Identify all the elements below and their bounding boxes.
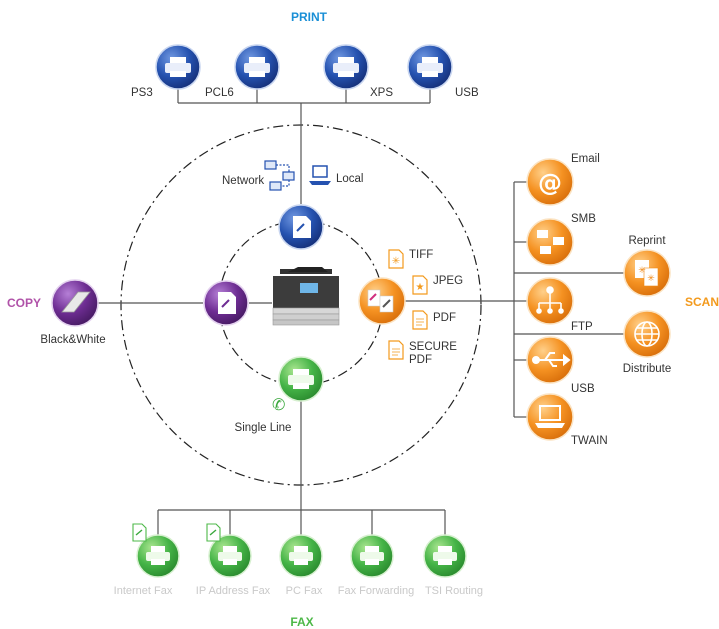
svg-text:✳: ✳ bbox=[392, 256, 400, 267]
scan-node-distribute bbox=[623, 310, 671, 358]
fax-label-ip-address-fax: IP Address Fax bbox=[196, 585, 271, 597]
jpeg-file-icon: ★ bbox=[412, 275, 428, 295]
fax-hub-node bbox=[278, 356, 324, 402]
svg-text:✳: ✳ bbox=[638, 266, 646, 276]
network-computers-icon bbox=[537, 230, 564, 254]
print-node-xps bbox=[323, 44, 369, 90]
scan-label-twain: TWAIN bbox=[571, 435, 608, 447]
printer-icon bbox=[165, 57, 191, 77]
document-icon bbox=[206, 523, 221, 542]
print-node-ps3 bbox=[155, 44, 201, 90]
fax-node-tsi-routing bbox=[423, 534, 467, 578]
copy-node-black-white bbox=[51, 279, 99, 327]
print-heading: PRINT bbox=[291, 10, 328, 24]
scan-node-reprint: ✳ ✳ bbox=[623, 249, 671, 297]
print-node-pcl6 bbox=[234, 44, 280, 90]
copy-label: Black&White bbox=[40, 334, 105, 346]
scan-format-tiff: TIFF bbox=[409, 249, 433, 261]
fax-node-internet-fax bbox=[136, 534, 180, 578]
color-documents-icon bbox=[367, 289, 394, 313]
scan-node-usb bbox=[526, 336, 574, 384]
print-label-pcl6: PCL6 bbox=[205, 87, 234, 99]
phone-icon: ✆ bbox=[272, 395, 285, 414]
scan-label-usb: USB bbox=[571, 383, 595, 395]
globe-icon bbox=[634, 321, 660, 347]
copy-heading: COPY bbox=[7, 296, 41, 310]
fax-icon bbox=[289, 546, 313, 565]
mfp-device-icon bbox=[272, 267, 340, 326]
scan-heading: SCAN bbox=[685, 295, 719, 309]
fax-label-fax-forwarding: Fax Forwarding bbox=[338, 585, 414, 597]
scan-label-smb: SMB bbox=[571, 213, 596, 225]
scan-node-twain bbox=[526, 393, 574, 441]
fax-heading: FAX bbox=[290, 615, 313, 629]
local-label: Local bbox=[336, 173, 364, 185]
fax-label-internet-fax: Internet Fax bbox=[114, 585, 173, 597]
svg-text:★: ★ bbox=[416, 282, 425, 293]
scan-hub-node bbox=[358, 277, 406, 325]
print-label-usb: USB bbox=[455, 87, 479, 99]
document-icon bbox=[132, 523, 147, 542]
svg-text:✳: ✳ bbox=[647, 274, 655, 284]
scan-label-email: Email bbox=[571, 153, 600, 165]
print-label-ps3: PS3 bbox=[131, 87, 153, 99]
print-node-usb bbox=[407, 44, 453, 90]
print-hub-node bbox=[278, 204, 324, 250]
printer-icon bbox=[333, 57, 359, 77]
network-label: Network bbox=[222, 175, 264, 187]
document-icon bbox=[218, 292, 236, 314]
network-computers-icon bbox=[264, 160, 295, 191]
scan-format-pdf: PDF bbox=[433, 312, 456, 324]
laptop-icon bbox=[309, 165, 331, 185]
document-icon bbox=[293, 216, 311, 238]
fax-line-label: Single Line bbox=[235, 422, 292, 434]
fax-label-pc-fax: PC Fax bbox=[286, 585, 323, 597]
fax-label-tsi-routing: TSI Routing bbox=[425, 585, 483, 597]
scan-label-distribute: Distribute bbox=[623, 363, 672, 375]
scan-node-smb bbox=[526, 218, 574, 266]
fax-icon bbox=[433, 546, 457, 565]
scan-node-email: @ bbox=[526, 158, 574, 206]
secure-pdf-line2: PDF bbox=[409, 354, 432, 366]
documents-icon: ✳ ✳ bbox=[635, 260, 659, 287]
connector-lines bbox=[98, 85, 624, 535]
network-tree-icon bbox=[536, 286, 564, 314]
usb-icon bbox=[532, 352, 571, 367]
tiff-file-icon: ✳ bbox=[388, 249, 404, 269]
scan-node-ftp bbox=[526, 277, 574, 325]
scan-format-jpeg: JPEG bbox=[433, 275, 463, 287]
printer-icon bbox=[417, 57, 443, 77]
fax-icon bbox=[360, 546, 384, 565]
fax-node-pc-fax bbox=[279, 534, 323, 578]
fax-icon bbox=[218, 546, 242, 565]
fax-node-ip-address-fax bbox=[208, 534, 252, 578]
secure-pdf-file-icon bbox=[388, 340, 404, 360]
fax-node-fax-forwarding bbox=[350, 534, 394, 578]
scan-label-ftp: FTP bbox=[571, 321, 593, 333]
fax-icon bbox=[288, 369, 314, 389]
eraser-icon bbox=[61, 291, 91, 313]
fax-icon bbox=[146, 546, 170, 565]
printer-icon bbox=[244, 57, 270, 77]
copy-hub-node bbox=[203, 280, 249, 326]
pdf-file-icon bbox=[412, 310, 428, 330]
at-sign-icon: @ bbox=[538, 169, 562, 197]
print-label-xps: XPS bbox=[370, 87, 393, 99]
laptop-icon bbox=[535, 405, 565, 428]
secure-pdf-line1: SECURE bbox=[409, 341, 457, 353]
scan-label-reprint: Reprint bbox=[628, 235, 666, 247]
